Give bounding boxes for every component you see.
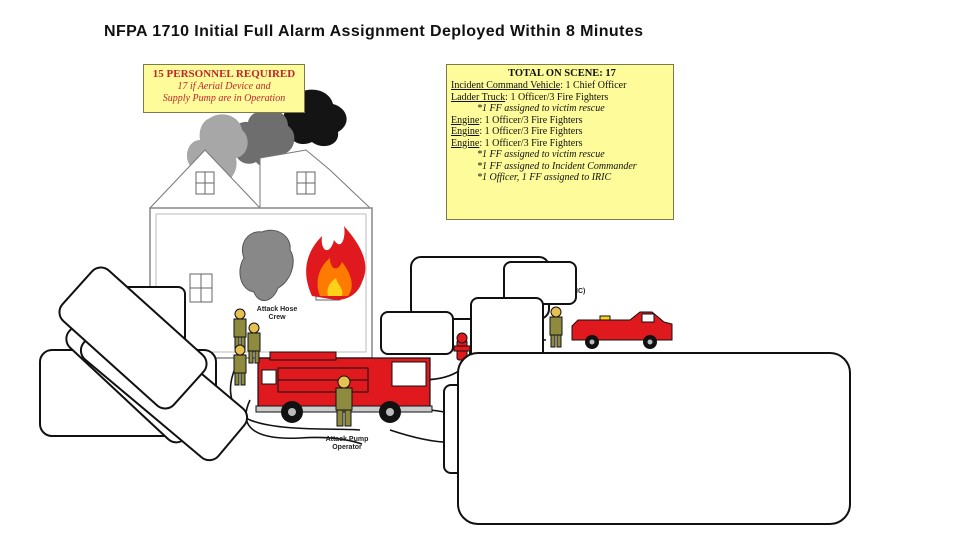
- personnel-line-2: Supply Pump are in Operation: [162, 93, 286, 104]
- firefighter-pump-operator: [335, 375, 353, 427]
- blank-box: [58, 266, 208, 410]
- blank-box: [380, 311, 454, 355]
- fire-flames: [306, 226, 366, 300]
- total-on-scene-heading: TOTAL ON SCENE: 17: [508, 68, 616, 79]
- firefighter-attack-crew-1: [233, 308, 247, 350]
- fire-hydrant: [453, 332, 471, 361]
- scene-row: Ladder Truck: 1 Officer/3 Fire Fighters: [451, 91, 609, 103]
- blank-callout-boxes: [39, 256, 851, 525]
- firefighter-attack-crew-3: [233, 344, 247, 386]
- command-vehicle: [571, 311, 673, 349]
- personnel-line-1: 17 if Aerial Device and: [177, 81, 271, 92]
- slide-title: NFPA 1710 Initial Full Alarm Assignment …: [104, 23, 644, 40]
- total-on-scene-box: TOTAL ON SCENE: 17 Incident Command Vehi…: [446, 64, 674, 220]
- scene-row: Engine: 1 Officer/3 Fire Fighters: [451, 126, 583, 137]
- scene-note: *1 Officer, 1 FF assigned to IRIC: [477, 172, 612, 183]
- scene-note: *1 FF assigned to Incident Commander: [477, 160, 637, 172]
- scene-row: Engine: 1 Officer/3 Fire Fighters: [451, 114, 583, 126]
- firefighter-attack-crew-2: [247, 322, 261, 364]
- scene-row: Engine: 1 Officer/3 Fire Fighters: [451, 137, 583, 149]
- window-smoke: [239, 229, 294, 301]
- ric-label-fragment: IC): [576, 288, 586, 295]
- blank-box: [457, 352, 851, 525]
- scene-row: Incident Command Vehicle: 1 Chief Office…: [451, 80, 627, 91]
- firefighter-command: [549, 306, 563, 348]
- personnel-heading: 15 PERSONNEL REQUIRED: [152, 68, 296, 80]
- scene-note: *1 FF assigned to victim rescue: [477, 149, 605, 160]
- personnel-required-box: 15 PERSONNEL REQUIRED 17 if Aerial Devic…: [143, 64, 305, 113]
- scene-note: *1 FF assigned to victim rescue: [477, 103, 605, 114]
